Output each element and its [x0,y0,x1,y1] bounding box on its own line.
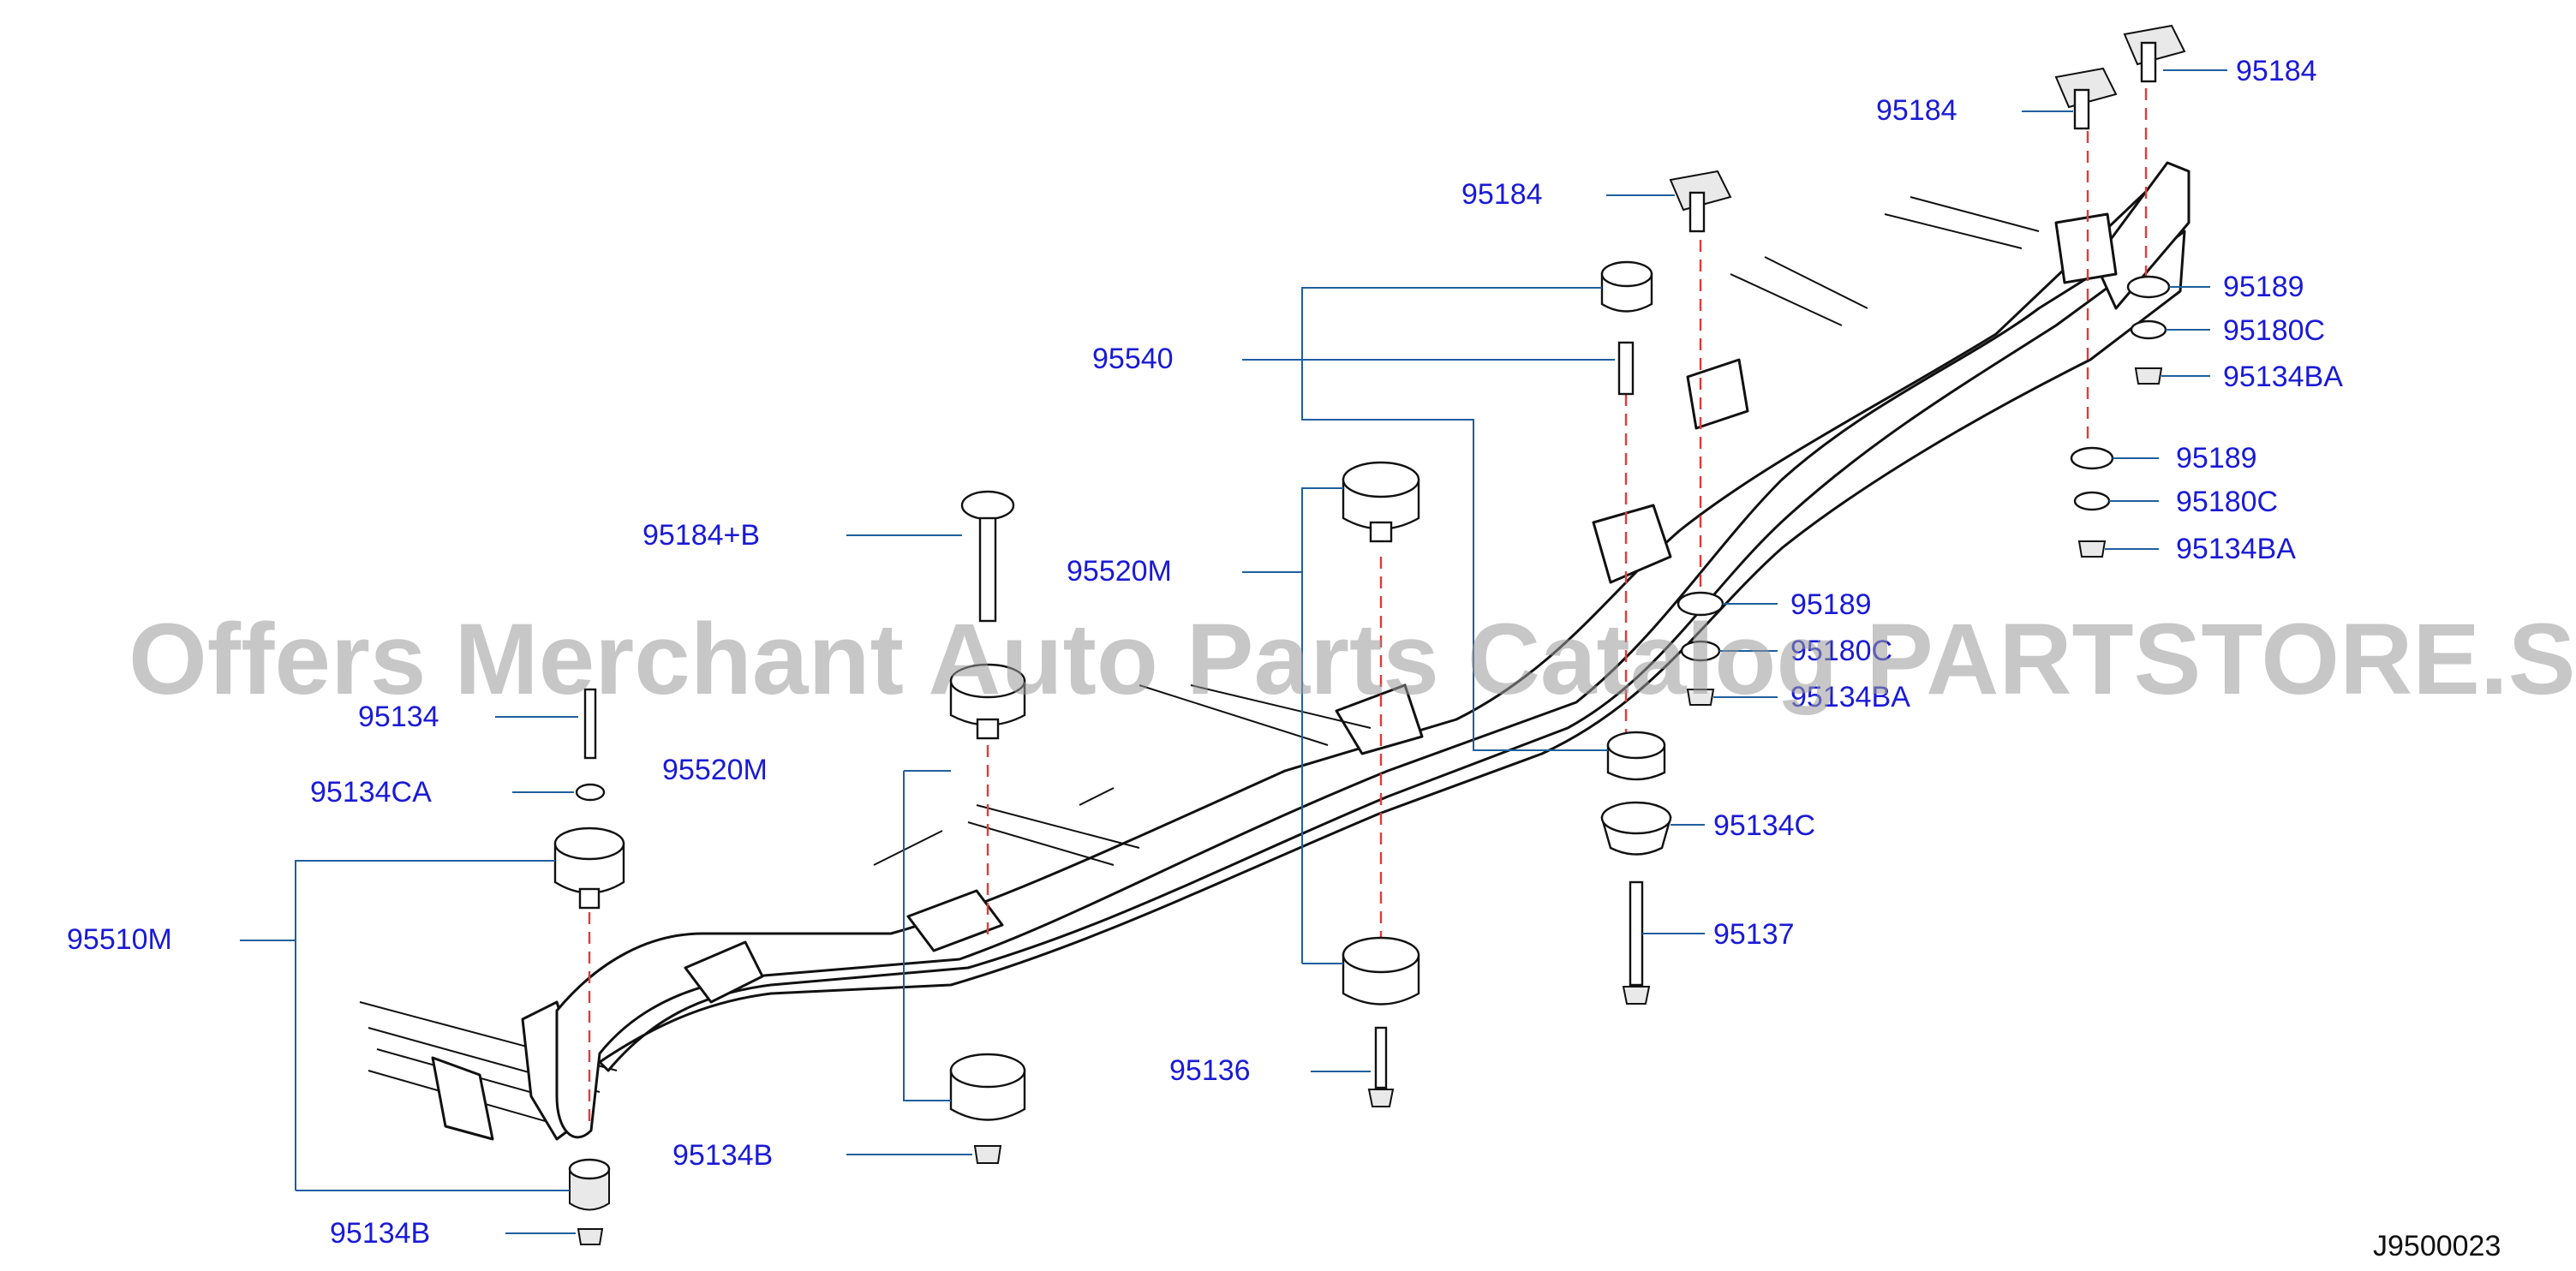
washer-95189-b [2070,446,2114,470]
washer-95180c-b [2073,491,2111,511]
bolt-95136 [1367,1026,1395,1107]
label-95540[interactable]: 95540 [1092,343,1174,375]
leader-lines [240,69,2227,1234]
label-95520m-upper[interactable]: 95520M [1067,555,1172,588]
mount-95510m-lower [568,1158,611,1211]
clip-95184-right [2123,24,2186,83]
washer-95134ca [575,783,606,802]
mount-95520m-lower [1342,936,1420,1005]
watermark-text: Offers Merchant Auto Parts Catalog PARTS… [129,603,2576,716]
label-95189-b[interactable]: 95189 [2176,442,2257,474]
label-95180c-b[interactable]: 95180C [2176,486,2278,518]
nut-95134ba-c [1686,689,1715,706]
label-95134b-lower[interactable]: 95134B [330,1217,430,1250]
label-95134[interactable]: 95134 [358,701,439,733]
label-95136[interactable]: 95136 [1169,1054,1251,1087]
label-95189-c[interactable]: 95189 [1790,588,1872,621]
washer-95180c-a [2130,319,2167,340]
clip-95184-mid [2054,67,2118,130]
mount-95510m [553,826,625,910]
assembly-centerlines [588,69,2148,1126]
label-95180c-a[interactable]: 95180C [2223,314,2325,347]
label-95184-mid[interactable]: 95184 [1876,94,1957,127]
chassis-frame [359,161,2190,1141]
label-95134ca[interactable]: 95134CA [310,776,432,809]
nut-95134ba-a [2134,367,2163,385]
label-95184b[interactable]: 95184+B [643,519,760,552]
cup-95134c [1600,801,1672,856]
label-95180c-c[interactable]: 95180C [1790,635,1892,667]
label-95134ba-b[interactable]: 95134BA [2176,533,2296,565]
washer-95189-a [2126,275,2171,299]
nut-95134b-mid [973,1145,1002,1164]
bolt-95134 [583,688,597,760]
mount-95134c-upper [1606,731,1666,781]
label-95184-left[interactable]: 95184 [1461,178,1543,211]
label-95189-a[interactable]: 95189 [2223,271,2304,303]
bolt-95184b [960,490,1015,623]
parts [553,24,2186,1245]
mount-95540-upper [1600,260,1653,313]
mount-95520m-upper [1342,461,1420,543]
label-95134ba-c[interactable]: 95134BA [1790,681,1910,713]
label-95134ba-a[interactable]: 95134BA [2223,361,2343,393]
label-95137[interactable]: 95137 [1713,918,1795,951]
bolt-95137 [1622,880,1651,1005]
nut-95134ba-b [2077,540,2107,558]
label-95184-right[interactable]: 95184 [2236,55,2317,87]
mount-95520m-left-lower [949,1053,1026,1121]
mount-95520m-left-upper [949,663,1026,740]
nut-95134b-lower [577,1228,604,1245]
label-95520m-lower[interactable]: 95520M [662,754,768,786]
pin-95540 [1617,341,1635,396]
label-95134c[interactable]: 95134C [1713,809,1815,842]
label-95510m[interactable]: 95510M [67,923,172,956]
diagram-code: J9500023 [2373,1230,2501,1262]
part-labels: 95184 95184 95184 95540 95184+B 95520M 9… [67,55,2343,1250]
label-95134b-mid[interactable]: 95134B [672,1139,773,1172]
clip-95184-left [1669,170,1732,233]
